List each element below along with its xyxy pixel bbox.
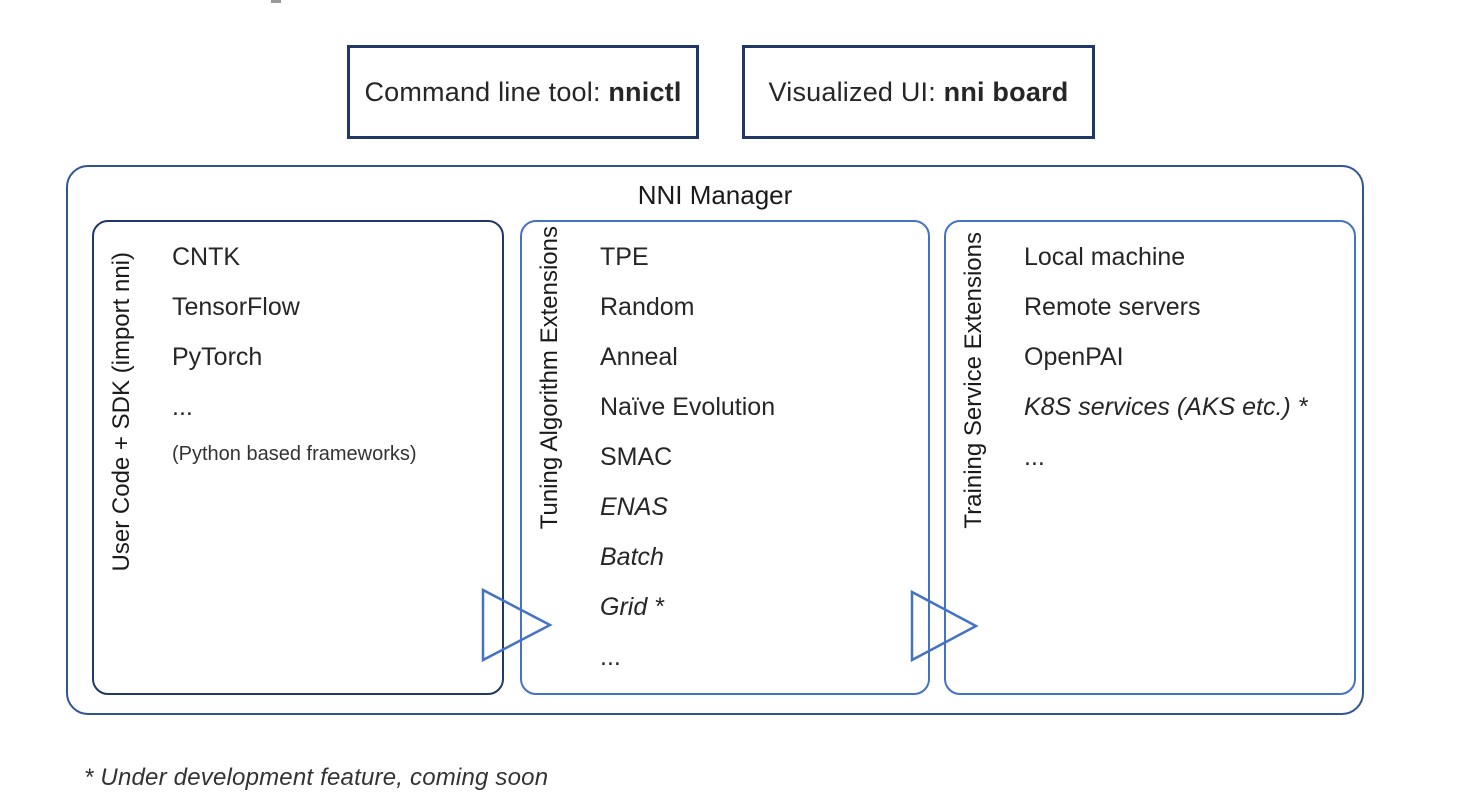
user-code-sdk-panel: User Code + SDK (import nni) CNTK Tensor… (92, 220, 504, 695)
user-code-sdk-side-label-text: User Code + SDK (import nni) (108, 252, 135, 572)
flow-arrow-right-icon (910, 589, 979, 663)
list-item: PyTorch (172, 343, 263, 371)
nnictl-label: nnictl (608, 76, 682, 107)
training-service-items: Local machine Remote servers OpenPAI K8S… (1024, 242, 1348, 492)
visualized-ui-label: Visualized UI: nni board (769, 77, 1069, 108)
list-item: ENAS (600, 493, 669, 521)
list-item: ... (1024, 443, 1045, 471)
list-item: Local machine (1024, 243, 1186, 271)
list-item: Grid * (600, 593, 664, 621)
visualized-ui-prefix: Visualized UI: (768, 76, 944, 107)
screen-edge-artifact (271, 0, 281, 3)
list-item: Naïve Evolution (600, 393, 776, 421)
tuning-algorithm-side-label-text: Tuning Algorithm Extensions (536, 226, 563, 530)
nni-board-label: nni board (943, 76, 1069, 107)
list-item: Random (600, 293, 695, 321)
training-service-panel: Training Service Extensions Local machin… (944, 220, 1356, 695)
command-line-tool-prefix: Command line tool: (364, 76, 609, 107)
list-item: CNTK (172, 243, 241, 271)
user-code-sdk-side-label: User Code + SDK (import nni) (94, 222, 150, 693)
training-service-side-label-text: Training Service Extensions (960, 232, 987, 529)
command-line-tool-box: Command line tool: nnictl (347, 45, 699, 139)
user-code-sdk-items: CNTK TensorFlow PyTorch ... (Python base… (172, 242, 496, 492)
list-item-note: (Python based frameworks) (172, 443, 417, 465)
list-item: ... (172, 393, 193, 421)
list-item: Anneal (600, 343, 678, 371)
list-item: Batch (600, 543, 664, 571)
nni-manager-container: NNI Manager User Code + SDK (import nni)… (66, 165, 1364, 715)
list-item: ... (600, 643, 621, 671)
tuning-algorithm-panel: Tuning Algorithm Extensions TPE Random A… (520, 220, 930, 695)
flow-arrow-left-icon (481, 587, 553, 663)
list-item: K8S services (AKS etc.) * (1024, 393, 1308, 421)
visualized-ui-box: Visualized UI: nni board (742, 45, 1095, 139)
list-item: Remote servers (1024, 293, 1201, 321)
list-item: TPE (600, 243, 649, 271)
under-development-footnote: * Under development feature, coming soon (84, 764, 549, 791)
nni-manager-title: NNI Manager (637, 180, 793, 210)
tuning-algorithm-items: TPE Random Anneal Naïve Evolution SMAC E… (600, 242, 922, 692)
list-item: TensorFlow (172, 293, 300, 321)
command-line-tool-label: Command line tool: nnictl (364, 77, 681, 108)
list-item: SMAC (600, 443, 673, 471)
list-item: OpenPAI (1024, 343, 1124, 371)
